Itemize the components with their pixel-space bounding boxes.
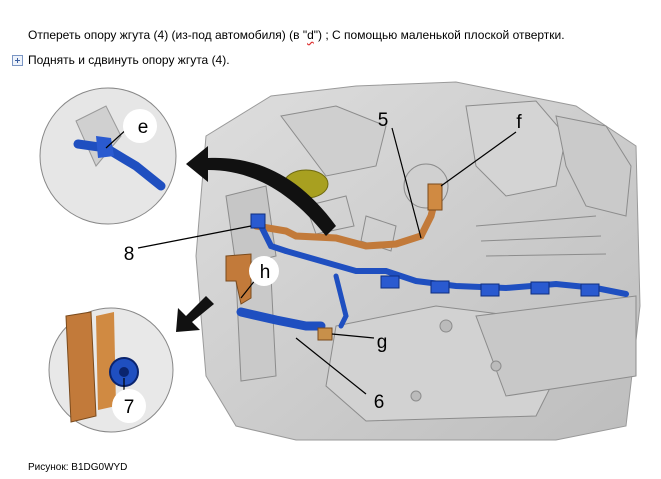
callout-8: 8 — [124, 244, 135, 265]
arrow-to-detail-e — [186, 146, 336, 236]
callout-f: f — [516, 112, 522, 133]
callout-bubbles — [112, 109, 279, 423]
copper-support — [252, 192, 440, 250]
detail-circle-e — [39, 87, 177, 225]
instruction-part-2: ") ; С помощью маленькой плоской отвертк… — [313, 28, 565, 42]
connector-g — [317, 327, 333, 341]
instruction-line-1: Отпереть опору жгута (4) (из-под автомоб… — [28, 24, 565, 46]
callout-labels: 5 f e 8 h g 7 6 — [124, 110, 523, 418]
callout-g: g — [377, 332, 388, 353]
connector-f — [427, 183, 443, 211]
figure-caption: Рисунок: B1DG0WYD — [28, 462, 128, 473]
instruction-d-marker: d — [307, 28, 314, 42]
callout-5: 5 — [378, 110, 389, 131]
harness-connectors — [250, 213, 600, 297]
callout-e: e — [138, 117, 149, 138]
callout-h: h — [260, 262, 271, 283]
arrow-to-detail-7 — [176, 296, 214, 332]
callout-6: 6 — [374, 392, 385, 413]
copper-bracket-left — [225, 253, 252, 305]
callout-7: 7 — [124, 397, 135, 418]
instruction-line-2: Поднять и сдвинуть опору жгута (4). — [28, 53, 230, 67]
plus-box-icon[interactable] — [12, 55, 23, 66]
detail-circle-7 — [48, 307, 174, 433]
instruction-part-1: Отпереть опору жгута (4) (из-под автомоб… — [28, 28, 308, 42]
engine-diagram: 5 f e 8 h g 7 6 — [39, 81, 641, 441]
